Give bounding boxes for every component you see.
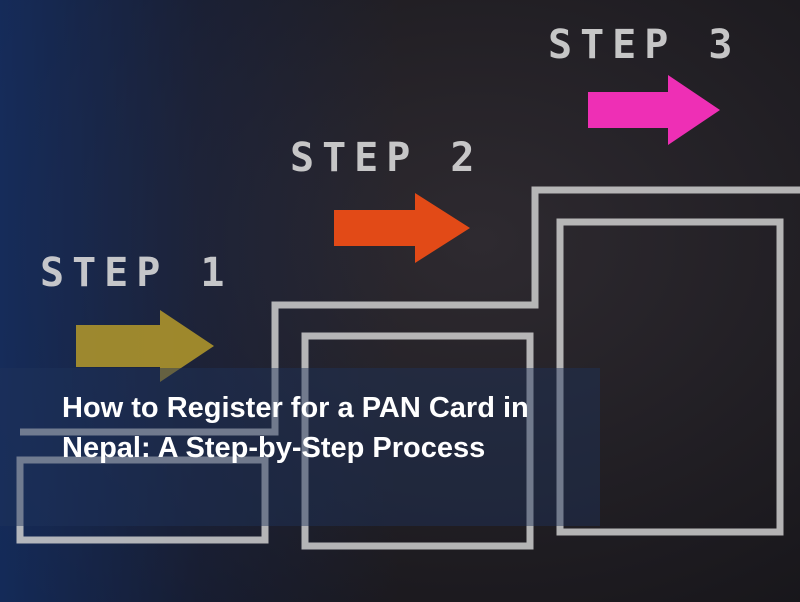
arrow-step-1	[76, 310, 214, 382]
arrow-step-3	[588, 75, 720, 145]
step-3-label: STEP 3	[548, 22, 741, 68]
step-2-label: STEP 2	[290, 135, 483, 181]
arrow-step-2	[334, 193, 470, 263]
step-1-label: STEP 1	[40, 250, 233, 296]
page-title: How to Register for a PAN Card in Nepal:…	[62, 392, 529, 464]
title-overlay	[0, 368, 600, 526]
